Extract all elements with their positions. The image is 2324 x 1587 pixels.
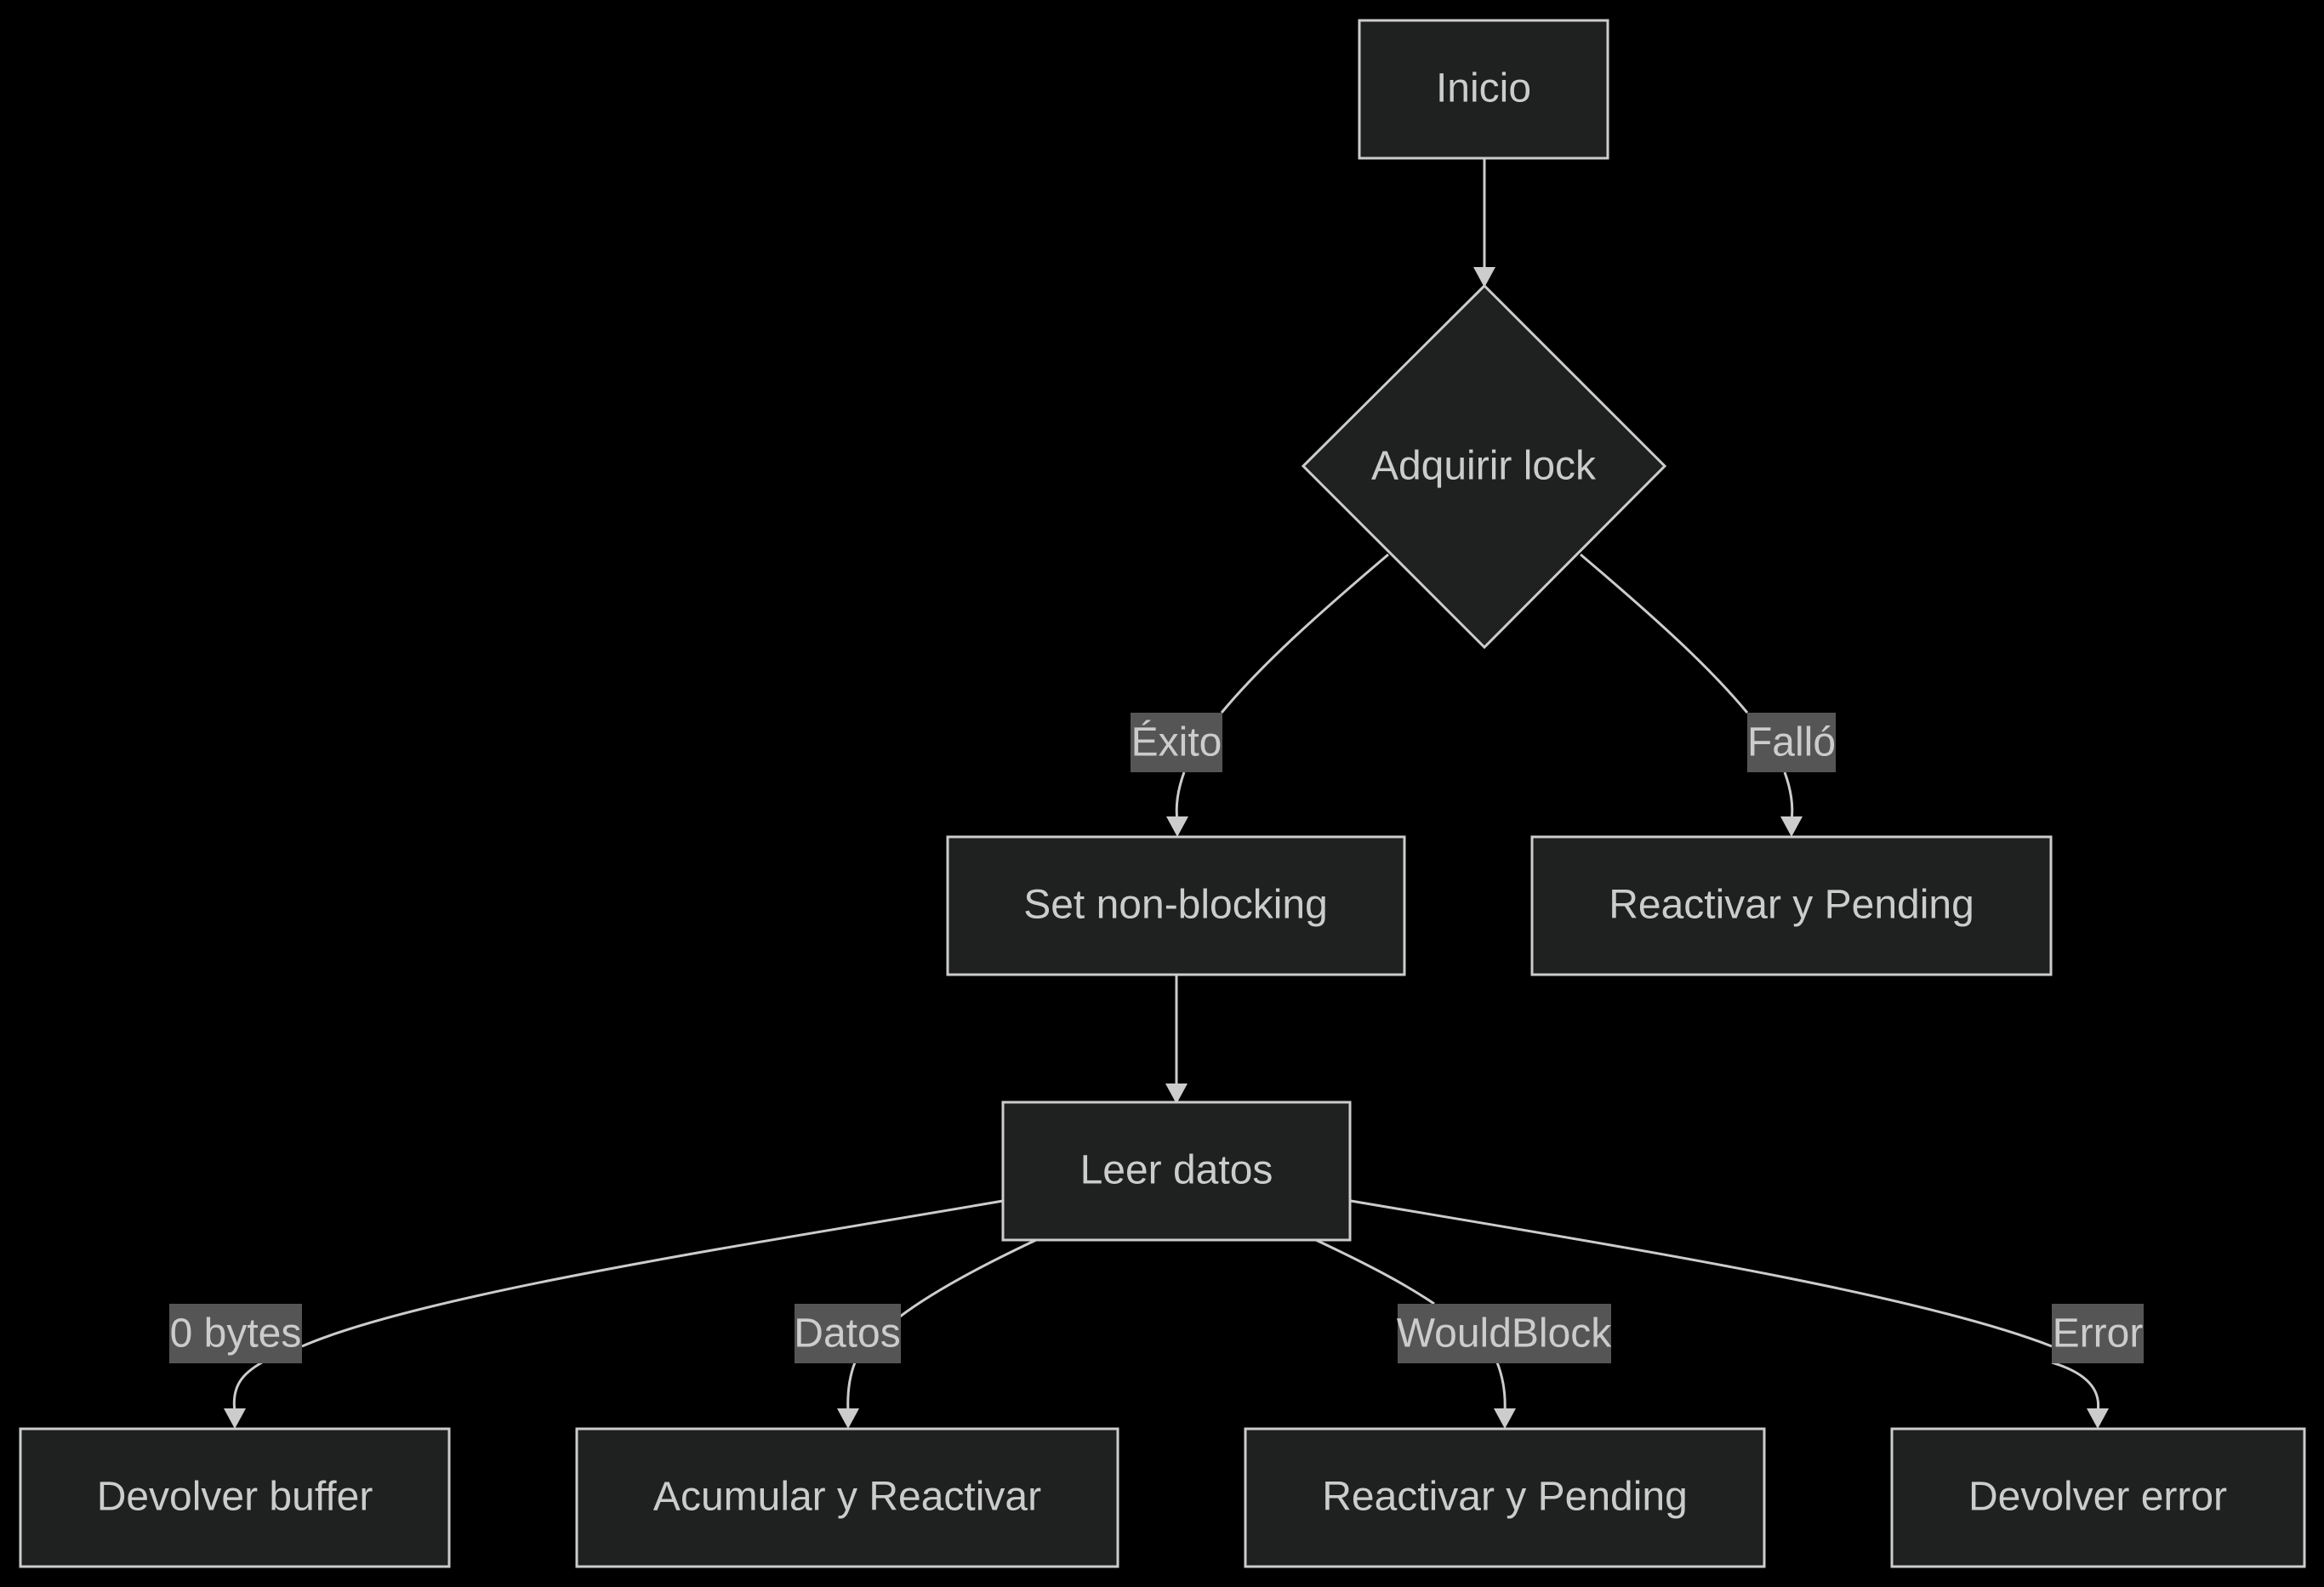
node-devolver-buffer: Devolver buffer [19, 1427, 451, 1568]
node-label: Devolver error [1968, 1475, 2227, 1520]
node-reactivar-pending-2: Reactivar y Pending [1244, 1427, 1766, 1568]
node-label: Adquirir lock [1371, 444, 1597, 489]
arrowhead-icon [2087, 1408, 2109, 1429]
node-adquirir-lock: Adquirir lock [1301, 283, 1667, 650]
edge-adquirir-lock-to-set-non-blocking: Éxito [1131, 553, 1389, 837]
node-inicio: Inicio [1358, 19, 1609, 160]
edge-adquirir-lock-to-reactivar-pending: Falló [1580, 553, 1836, 837]
edge-label-bg [1398, 1304, 1611, 1363]
edge-leer-datos-to-acumular-reactivar: Datos [794, 1238, 1037, 1429]
node-reactivar-pending-1: Reactivar y Pending [1530, 835, 2053, 976]
arrowhead-icon [1165, 1084, 1188, 1104]
arrowhead-icon [837, 1408, 859, 1429]
node-label: Acumular y Reactivar [653, 1475, 1041, 1520]
arrowhead-icon [224, 1408, 246, 1429]
edge-label-bg [169, 1304, 302, 1363]
edge-label-wouldblock: WouldBlock [1397, 1311, 1613, 1357]
edge-label-fallo: Falló [1747, 720, 1836, 765]
edge-set-non-blocking-to-leer-datos [1165, 975, 1188, 1104]
arrowhead-icon [1473, 267, 1495, 287]
edge-label-bg [1131, 713, 1222, 772]
edge-label-bg [2052, 1304, 2144, 1363]
edge-leer-datos-to-devolver-error: Error [1350, 1199, 2144, 1429]
edge-label-cero-bytes: 0 bytes [170, 1311, 302, 1357]
edge-label-bg [795, 1304, 901, 1363]
node-label: Devolver buffer [97, 1475, 373, 1520]
node-label: Reactivar y Pending [1322, 1475, 1688, 1520]
node-set-non-blocking: Set non-blocking [946, 835, 1406, 976]
node-label: Set non-blocking [1023, 883, 1328, 928]
arrowhead-icon [1494, 1408, 1516, 1429]
node-acumular-reactivar: Acumular y Reactivar [575, 1427, 1119, 1568]
node-devolver-error: Devolver error [1890, 1427, 2306, 1568]
node-label: Reactivar y Pending [1609, 883, 1974, 928]
edge-inicio-to-adquirir-lock [1473, 158, 1495, 287]
arrowhead-icon [1780, 816, 1803, 837]
arrowhead-icon [1166, 816, 1188, 837]
node-label: Leer datos [1080, 1148, 1273, 1193]
edge-leer-datos-to-reactivar-pending-2: WouldBlock [1315, 1238, 1613, 1429]
edges: Éxito Falló 0 bytes [169, 158, 2144, 1429]
edge-label-bg [1747, 713, 1836, 772]
nodes: Inicio Adquirir lock Set non-blocking Re… [19, 19, 2306, 1568]
edge-label-exito: Éxito [1131, 720, 1222, 765]
edge-label-error: Error [2053, 1311, 2144, 1357]
node-label: Inicio [1436, 66, 1531, 111]
node-leer-datos: Leer datos [1001, 1101, 1352, 1242]
edge-leer-datos-to-devolver-buffer: 0 bytes [169, 1199, 1004, 1429]
edge-label-datos: Datos [794, 1311, 900, 1357]
